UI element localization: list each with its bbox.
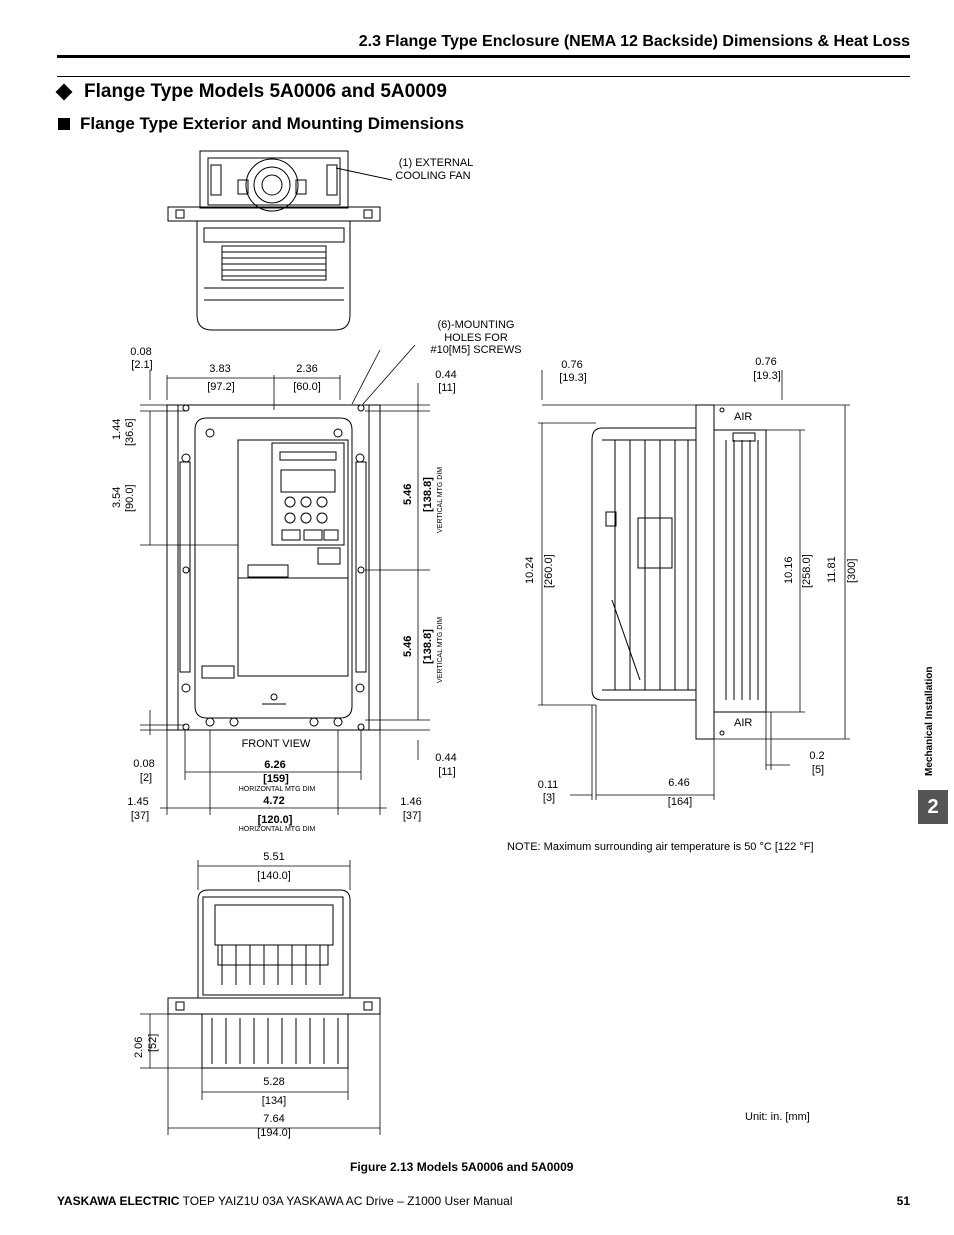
air-top-label: AIR xyxy=(734,411,753,423)
dim-label: [138.8] xyxy=(422,629,434,664)
dim-label: [37] xyxy=(402,810,422,822)
dim-label: [11] xyxy=(438,382,456,394)
dim-label: [5] xyxy=(811,764,825,776)
dim-label: 5.46 xyxy=(402,483,414,505)
square-bullet-icon xyxy=(58,118,70,130)
dim-label: [120.0] xyxy=(257,814,293,826)
dim-label: [138.8] xyxy=(422,477,434,512)
dim-label: 6.26 xyxy=(264,759,286,771)
dim-label: 2.06 xyxy=(133,1036,145,1058)
bottom-view-dimensions xyxy=(140,860,381,1135)
section-header: 2.3 Flange Type Enclosure (NEMA 12 Backs… xyxy=(358,33,910,50)
dim-label: [19.3] xyxy=(559,372,587,384)
dim-label: 0.08 xyxy=(130,346,152,358)
front-view-dimensions xyxy=(140,344,430,815)
front-view-label: FRONT VIEW xyxy=(241,738,311,750)
mounting-label-1: (6)-MOUNTING xyxy=(437,319,515,331)
heading-dimensions: Flange Type Exterior and Mounting Dimens… xyxy=(58,114,464,134)
dim-label: 5.46 xyxy=(402,635,414,657)
figure-caption: Figure 2.13 Models 5A0006 and 5A0009 xyxy=(350,1160,574,1174)
temperature-note: NOTE: Maximum surrounding air temperatur… xyxy=(507,841,814,853)
dim-label: 0.76 xyxy=(755,356,777,368)
dim-label: 11.81 xyxy=(826,556,838,583)
front-view xyxy=(166,404,381,731)
bottom-view xyxy=(167,889,381,1069)
header-rule xyxy=(57,55,910,58)
dim-label: 1.44 xyxy=(111,418,123,440)
dim-label: [36.6] xyxy=(124,418,136,446)
dim-label: 0.44 xyxy=(435,369,457,381)
footer-doc: TOEP YAIZ1U 03A YASKAWA AC Drive – Z1000… xyxy=(179,1194,513,1208)
side-view-dimensions xyxy=(538,370,850,800)
dim-label: HORIZONTAL MTG DIM xyxy=(238,826,316,833)
dim-label: 0.08 xyxy=(133,758,155,770)
dim-label: [258.0] xyxy=(801,554,813,588)
footer: YASKAWA ELECTRIC TOEP YAIZ1U 03A YASKAWA… xyxy=(57,1194,513,1208)
side-view xyxy=(591,404,767,740)
dim-label: 2.36 xyxy=(296,363,318,375)
footer-brand: YASKAWA ELECTRIC xyxy=(57,1194,180,1208)
dim-label: [2.1] xyxy=(131,359,153,371)
heading-dimensions-text: Flange Type Exterior and Mounting Dimens… xyxy=(80,114,465,133)
dim-label: 5.28 xyxy=(263,1076,285,1088)
dim-label: 0.11 xyxy=(537,779,559,791)
heading-models: Flange Type Models 5A0006 and 5A0009 xyxy=(55,81,447,103)
side-tab: Mechanical Installation xyxy=(924,648,940,778)
dim-label: [97.2] xyxy=(207,381,235,393)
dim-label: 7.64 xyxy=(263,1113,285,1125)
dim-label: [11] xyxy=(438,766,456,778)
dim-label: [140.0] xyxy=(257,870,291,882)
side-tab-label: Mechanical Installation xyxy=(924,666,935,776)
mounting-label-2: HOLES FOR xyxy=(444,332,508,344)
dim-label: [260.0] xyxy=(543,554,555,588)
dim-label: [3] xyxy=(542,792,556,804)
dim-label: 1.45 xyxy=(127,796,149,808)
dim-label: [60.0] xyxy=(293,381,321,393)
dim-label: 3.83 xyxy=(209,363,231,375)
dim-label: VERTICAL MTG DIM xyxy=(437,466,444,533)
dim-label: [134] xyxy=(261,1095,287,1107)
page-number: 51 xyxy=(896,1194,910,1208)
dim-label: 5.51 xyxy=(263,851,285,863)
heading-models-text: Flange Type Models 5A0006 and 5A0009 xyxy=(84,81,447,102)
dim-label: 0.44 xyxy=(435,752,457,764)
dim-label: [52] xyxy=(147,1033,159,1052)
air-bottom-label: AIR xyxy=(734,717,753,729)
dim-label: 1.46 xyxy=(400,796,422,808)
dim-label: [300] xyxy=(846,558,858,583)
dim-label: HORIZONTAL MTG DIM xyxy=(238,786,316,793)
dim-label: 10.16 xyxy=(783,556,795,584)
dim-label: VERTICAL MTG DIM xyxy=(437,616,444,683)
fan-label-2: COOLING FAN xyxy=(395,170,471,182)
dim-label: 4.72 xyxy=(263,795,285,807)
unit-label: Unit: in. [mm] xyxy=(745,1111,810,1123)
dim-label: 10.24 xyxy=(524,556,536,584)
dim-label: [159] xyxy=(263,773,289,785)
dim-label: [19.3] xyxy=(753,370,781,382)
fan-label-1: (1) EXTERNAL xyxy=(398,157,474,169)
chapter-badge: 2 xyxy=(918,790,948,824)
dim-label: 0.76 xyxy=(561,359,583,371)
dim-label: 3.54 xyxy=(111,486,123,508)
top-view xyxy=(167,150,393,331)
dim-label: [164] xyxy=(667,796,693,808)
dim-label: 0.2 xyxy=(809,750,825,762)
mounting-label-3: #10[M5] SCREWS xyxy=(430,344,522,356)
dim-label: [2] xyxy=(139,772,153,784)
dim-label: [194.0] xyxy=(257,1127,291,1139)
dim-label: 6.46 xyxy=(668,777,690,789)
dim-label: [90.0] xyxy=(124,484,136,512)
dim-label: [37] xyxy=(130,810,150,822)
header-thin-rule xyxy=(57,76,910,77)
